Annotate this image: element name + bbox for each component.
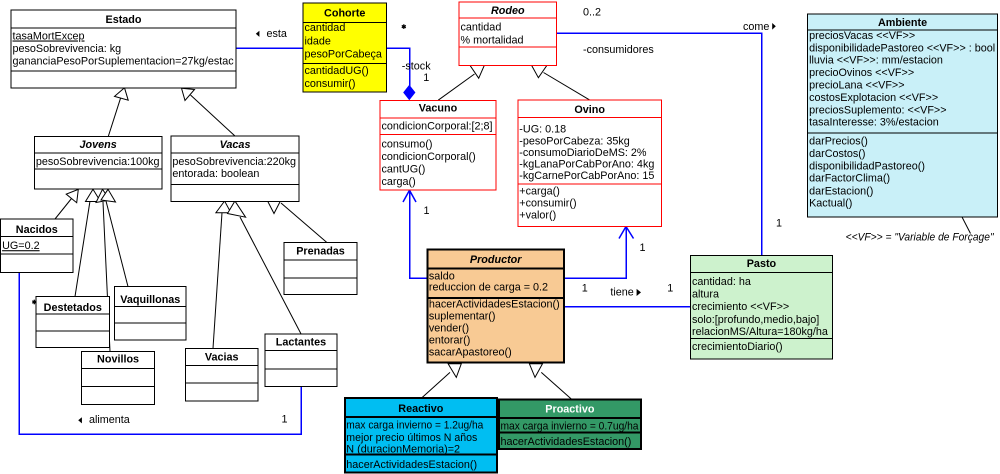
svg-text:1: 1 xyxy=(282,414,288,426)
svg-text:darFactorClima(): darFactorClima() xyxy=(809,173,890,185)
svg-text:disponibilidadePastoreo <<VF>>: disponibilidadePastoreo <<VF>> : bool xyxy=(809,42,995,54)
svg-text:Destetados: Destetados xyxy=(44,302,102,314)
svg-text:max carga invierno = 1.2ug/ha: max carga invierno = 1.2ug/ha xyxy=(346,419,483,431)
svg-text:Reactivo: Reactivo xyxy=(398,403,443,415)
svg-text:1: 1 xyxy=(640,242,646,254)
svg-text:Ovino: Ovino xyxy=(574,104,605,116)
svg-text:Rodeo: Rodeo xyxy=(491,5,525,17)
svg-text:vender(): vender() xyxy=(429,323,469,335)
svg-text:UG=0.2: UG=0.2 xyxy=(2,240,40,252)
svg-text:alimenta: alimenta xyxy=(89,414,130,426)
svg-text:preciosVacas <<VF>>: preciosVacas <<VF>> xyxy=(809,30,915,42)
svg-text:Vacuno: Vacuno xyxy=(419,103,458,115)
svg-text:precioLana <<VF>>: precioLana <<VF>> xyxy=(809,80,904,92)
svg-text:+carga(): +carga() xyxy=(519,185,560,197)
svg-text:-consumidores: -consumidores xyxy=(583,44,654,56)
svg-text:max carga invierno = 0.7ug/ha: max carga invierno = 0.7ug/ha xyxy=(501,421,639,433)
svg-text:entorada: boolean: entorada: boolean xyxy=(172,168,259,180)
svg-text:idade: idade xyxy=(305,35,331,47)
svg-text:cantidad: cantidad xyxy=(461,21,502,33)
svg-text:costosExplotacion <<VF>>: costosExplotacion <<VF>> xyxy=(809,92,938,104)
svg-text:Ambiente: Ambiente xyxy=(878,17,927,29)
svg-text:mejor precio últimos N años: mejor precio últimos N años xyxy=(346,432,478,444)
svg-text:tasaInteresse: 3%/estacion: tasaInteresse: 3%/estacion xyxy=(809,117,939,129)
svg-text:-kgLanaPorCabPorAno: 4kg: -kgLanaPorCabPorAno: 4kg xyxy=(519,158,654,170)
svg-text:1: 1 xyxy=(776,218,782,230)
svg-text:Cohorte: Cohorte xyxy=(324,8,365,20)
svg-text:darEstacion(): darEstacion() xyxy=(809,185,873,197)
svg-text:1: 1 xyxy=(667,283,673,295)
svg-text:<<VF>> = "Variable de Forçage": <<VF>> = "Variable de Forçage" xyxy=(846,231,995,243)
svg-text:solo:[profundo,medio,bajo]: solo:[profundo,medio,bajo] xyxy=(692,314,819,326)
svg-text:-UG: 0.18: -UG: 0.18 xyxy=(519,124,566,136)
svg-text:tiene: tiene xyxy=(610,286,633,298)
svg-text:darPrecios(): darPrecios() xyxy=(809,136,868,148)
svg-text:precioOvinos <<VF>>: precioOvinos <<VF>> xyxy=(809,67,914,79)
svg-text:1: 1 xyxy=(424,205,430,217)
svg-text:sacarApastoreo(): sacarApastoreo() xyxy=(429,346,512,358)
svg-text:darCostos(): darCostos() xyxy=(809,148,865,160)
svg-text:Vaquillonas: Vaquillonas xyxy=(120,294,180,306)
svg-text:reduccion de carga = 0.2: reduccion de carga = 0.2 xyxy=(429,282,548,294)
svg-text:cantidadUG(): cantidadUG() xyxy=(305,65,369,77)
svg-text:Lactantes: Lactantes xyxy=(276,337,326,349)
svg-text:Prenadas: Prenadas xyxy=(296,245,345,257)
svg-text:-pesoPorCabeza: 35kg: -pesoPorCabeza: 35kg xyxy=(519,135,629,147)
svg-text:hacerActividadesEstacion(): hacerActividadesEstacion() xyxy=(429,299,560,311)
svg-text:relacionMS/Altura=180kg/ha: relacionMS/Altura=180kg/ha xyxy=(692,326,828,338)
svg-text:-stock: -stock xyxy=(402,60,431,72)
svg-text:Novillos: Novillos xyxy=(97,354,139,366)
svg-text:Vacas: Vacas xyxy=(220,139,251,151)
svg-text:Estado: Estado xyxy=(106,14,142,26)
svg-text:consumir(): consumir() xyxy=(305,78,356,90)
svg-text:consumo(): consumo() xyxy=(382,139,433,151)
svg-text:1: 1 xyxy=(582,283,588,295)
svg-text:Vacias: Vacias xyxy=(205,352,239,364)
svg-text:esta: esta xyxy=(267,28,287,40)
svg-text:gananciaPesoPorSuplementacion=: gananciaPesoPorSuplementacion=27kg/estac xyxy=(13,56,235,68)
svg-text:1: 1 xyxy=(423,72,429,84)
svg-text:saldo: saldo xyxy=(429,270,455,282)
svg-text:lluvia <<VF>>: mm/estacion: lluvia <<VF>>: mm/estacion xyxy=(809,55,943,67)
svg-text:pesoSobrevivencia: kg: pesoSobrevivencia: kg xyxy=(13,43,122,55)
svg-text:altura: altura xyxy=(692,289,719,301)
svg-text:cantUG(): cantUG() xyxy=(382,164,426,176)
svg-text:come: come xyxy=(743,21,769,33)
svg-text:Jovens: Jovens xyxy=(79,139,116,151)
svg-text:-consumoDiarioDeMS: 2%: -consumoDiarioDeMS: 2% xyxy=(519,147,647,159)
svg-text:-kgCarnePorCabPorAno: 15: -kgCarnePorCabPorAno: 15 xyxy=(519,170,654,182)
svg-text:pesoPorCabeça: pesoPorCabeça xyxy=(305,48,382,60)
svg-text:disponibilidadPastoreo(): disponibilidadPastoreo() xyxy=(809,161,925,173)
svg-text:Productor: Productor xyxy=(470,254,522,266)
svg-text:Nacidos: Nacidos xyxy=(16,224,58,236)
svg-text:condicionCorporal:[2;8]: condicionCorporal:[2;8] xyxy=(382,120,493,132)
svg-text:N (duracionMemoria)=2: N (duracionMemoria)=2 xyxy=(346,444,460,456)
svg-text:crecimiento <<VF>>: crecimiento <<VF>> xyxy=(692,301,789,313)
svg-text:hacerActividadesEstacion(): hacerActividadesEstacion() xyxy=(501,436,632,448)
svg-text:crecimientoDiario(): crecimientoDiario() xyxy=(692,341,783,353)
svg-text:tasaMortExcep: tasaMortExcep xyxy=(13,31,85,43)
svg-text:pesoSobrevivencia:220kg: pesoSobrevivencia:220kg xyxy=(172,156,296,168)
svg-text:pesoSobrevivencia:100kg: pesoSobrevivencia:100kg xyxy=(36,156,160,168)
svg-text:hacerActividadesEstacion(): hacerActividadesEstacion() xyxy=(346,459,477,471)
svg-text:% mortalidad: % mortalidad xyxy=(461,35,524,47)
svg-text:+valor(): +valor() xyxy=(519,210,556,222)
svg-text:cantidad: ha: cantidad: ha xyxy=(692,276,751,288)
svg-text:Kactual(): Kactual() xyxy=(809,197,852,209)
svg-text:preciosSuplemento: <<VF>>: preciosSuplemento: <<VF>> xyxy=(809,104,946,116)
svg-text:entorar(): entorar() xyxy=(429,334,470,346)
svg-text:carga(): carga() xyxy=(382,176,416,188)
svg-text:0..2: 0..2 xyxy=(583,7,601,19)
svg-text:cantidad: cantidad xyxy=(305,22,346,34)
svg-text:Proactivo: Proactivo xyxy=(545,404,595,416)
svg-text:+consumir(): +consumir() xyxy=(519,198,576,210)
svg-text:Pasto: Pasto xyxy=(747,258,777,270)
svg-text:condicionCorporal(): condicionCorporal() xyxy=(382,151,476,163)
svg-text:suplementar(): suplementar() xyxy=(429,311,496,323)
